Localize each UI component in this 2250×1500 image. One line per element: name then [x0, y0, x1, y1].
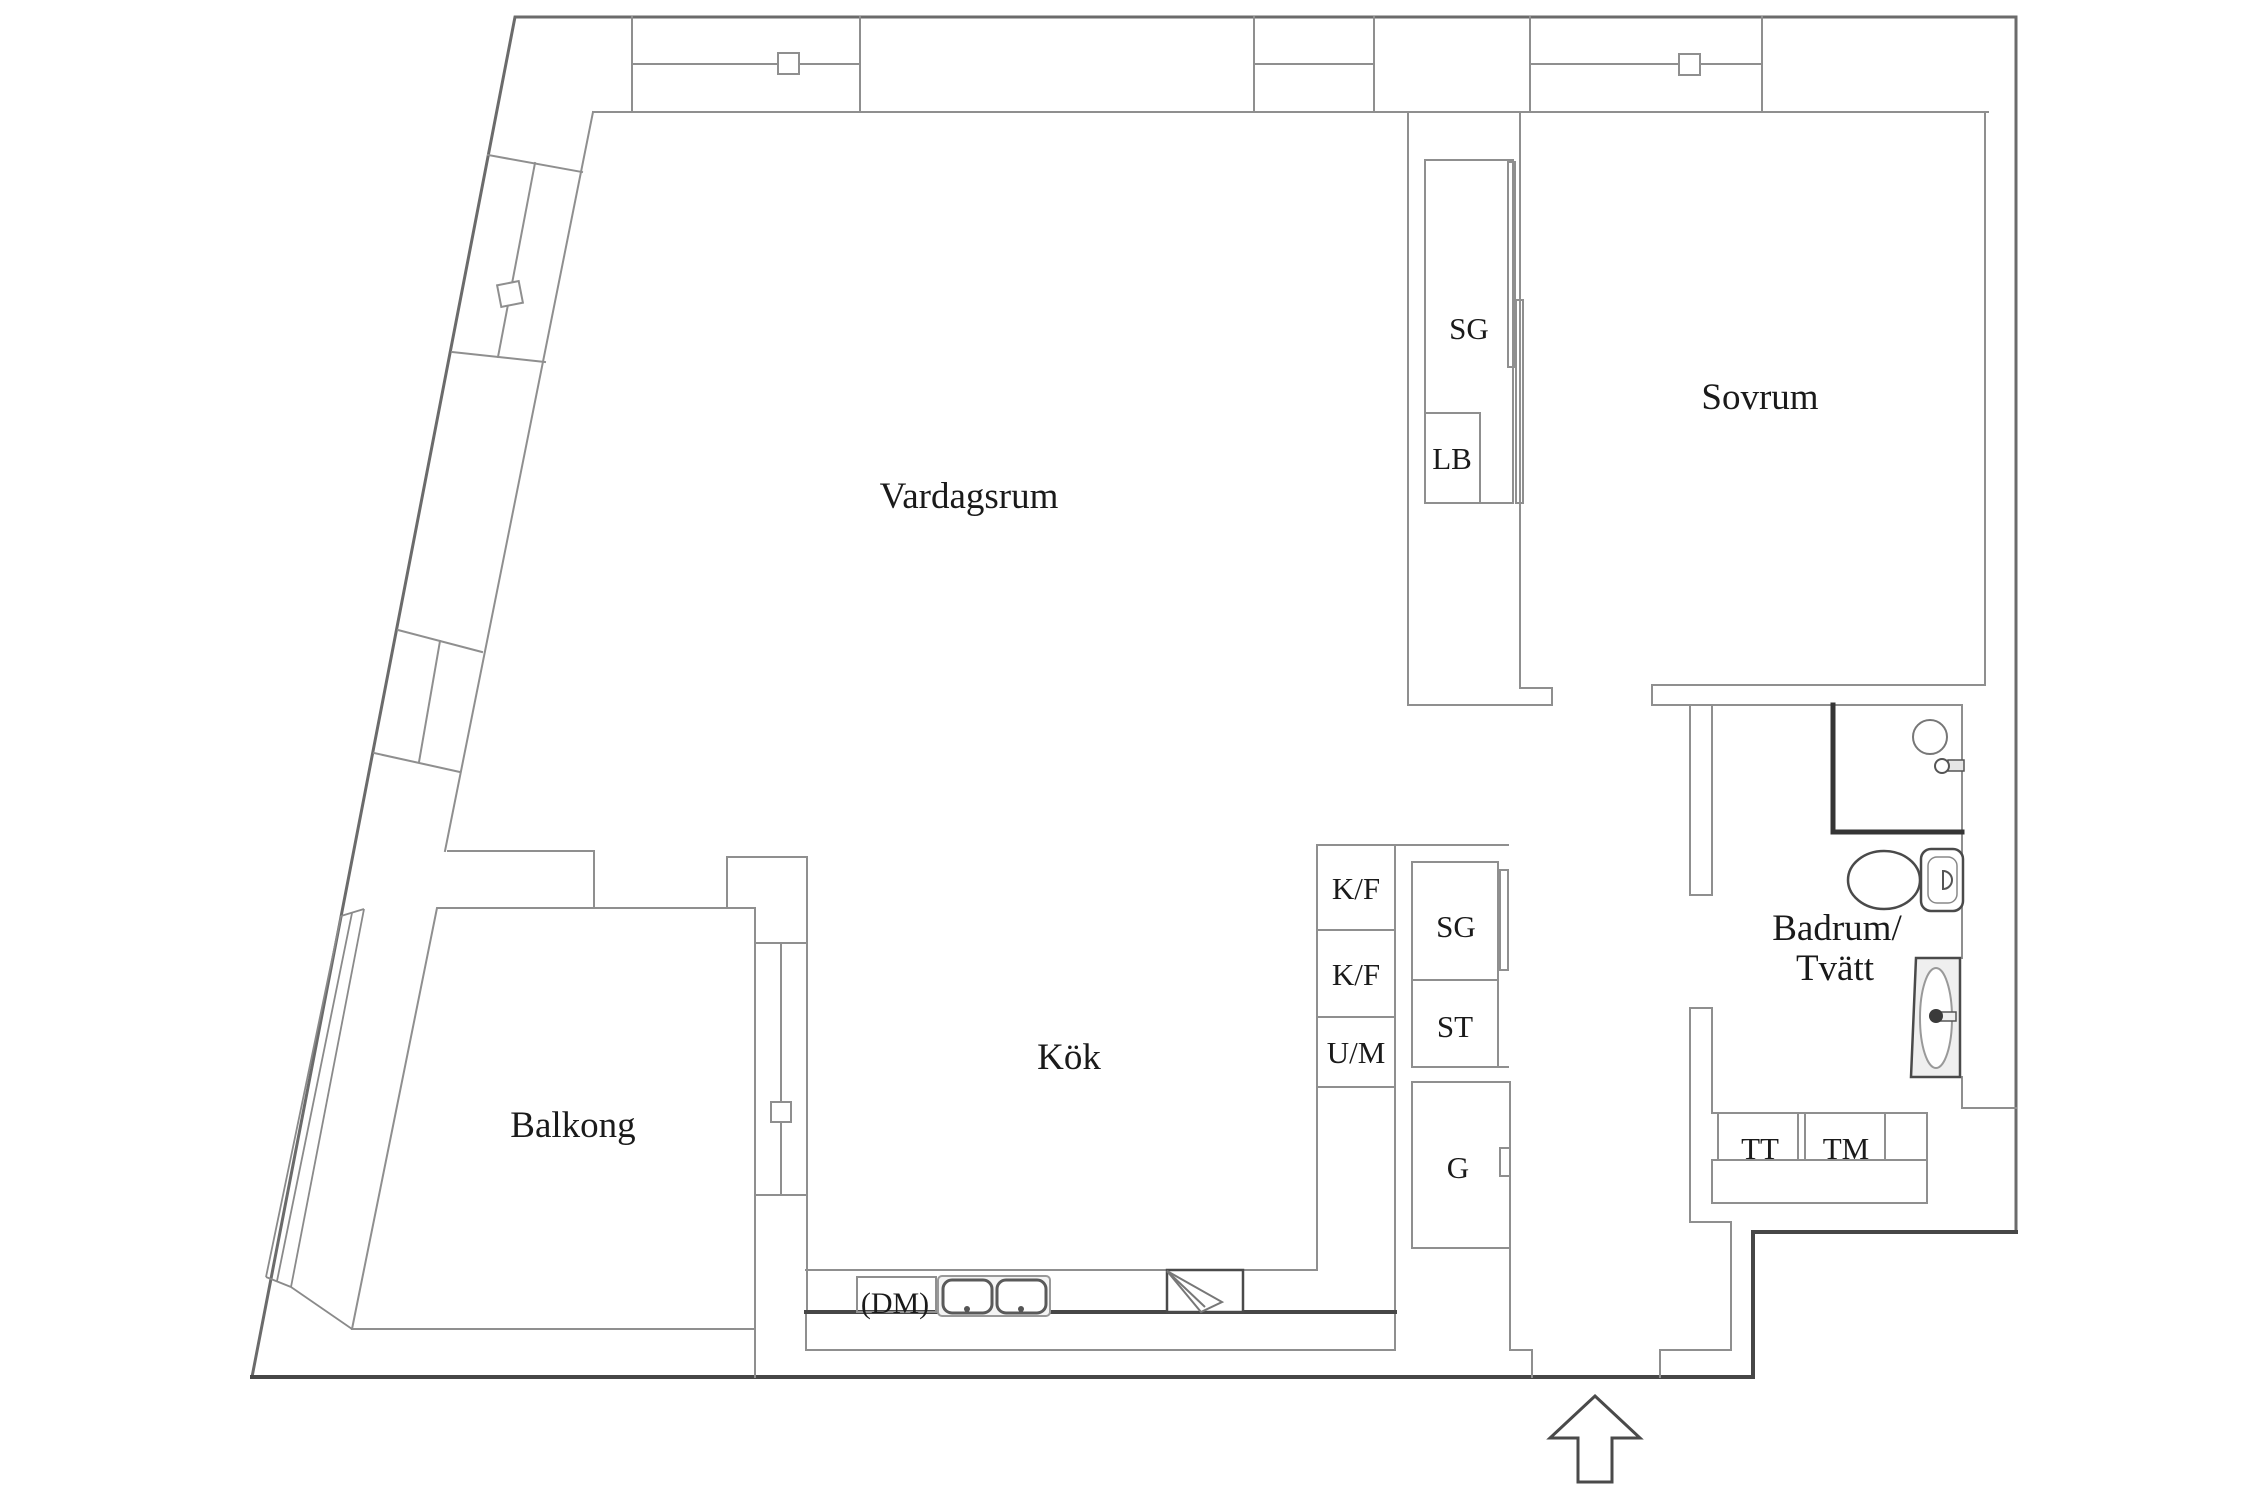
sliding-door-icon [1507, 161, 1516, 368]
window-post-icon [777, 52, 800, 75]
room-label-vardagsrum: Vardagsrum [880, 476, 1059, 517]
left-window-upper [450, 153, 584, 364]
closet-label-sg-corridor: SG [1436, 909, 1476, 944]
room-label-balkong: Balkong [510, 1105, 635, 1146]
outer-walls [250, 15, 2018, 1379]
room-label-kok: Kök [1037, 1037, 1101, 1078]
cabinet-label-kf2: K/F [1332, 957, 1380, 992]
cabinet-label-kf1: K/F [1332, 871, 1380, 906]
laundry-machines [1711, 1112, 1928, 1204]
kitchen-counter [804, 1268, 1397, 1351]
balcony-door-window [754, 942, 808, 1196]
laundry-label-tm: TM [1823, 1131, 1870, 1166]
interior-walls [443, 110, 2017, 1378]
top-window-bedroom [1529, 16, 1763, 113]
labels: Vardagsrum Sovrum Kök Balkong Badrum/ Tv… [510, 311, 1902, 1320]
window-post-icon [495, 279, 525, 309]
room-label-sovrum: Sovrum [1701, 377, 1818, 418]
top-window-living [631, 16, 861, 113]
windows [372, 16, 1763, 1196]
window-post-icon [1678, 53, 1701, 76]
kitchen-cabinets [1316, 844, 1511, 1249]
entrance-arrow-icon [1546, 1393, 1644, 1484]
window-post-icon [770, 1101, 792, 1123]
closet-label-g: G [1447, 1150, 1469, 1185]
balcony [265, 907, 756, 1378]
bathroom-fixtures [1711, 702, 1965, 1204]
toilet-icon [1846, 847, 1965, 913]
closet-label-sg-hall: SG [1449, 311, 1489, 346]
room-label-tvatt: Tvätt [1796, 948, 1875, 989]
washbasin-icon [1909, 956, 1962, 1079]
shower-icon [1830, 702, 1965, 835]
closet-label-st: ST [1437, 1009, 1473, 1044]
balcony-railing [265, 908, 365, 1330]
room-label-badrum: Badrum/ [1772, 908, 1902, 949]
top-window-hall [1253, 16, 1375, 113]
hall-closet [1424, 159, 1524, 504]
laundry-label-tt: TT [1741, 1131, 1779, 1166]
closet-label-lb: LB [1432, 441, 1472, 476]
left-window-lower [372, 628, 484, 774]
dishwasher-box [856, 1276, 937, 1313]
cabinet-label-um: U/M [1327, 1035, 1386, 1070]
kitchen-sink-icon [937, 1275, 1051, 1317]
stove-icon [1165, 1268, 1245, 1314]
sliding-door-icon [1515, 299, 1524, 504]
dishwasher-label: (DM) [861, 1287, 929, 1320]
sliding-door-icon [1499, 869, 1509, 971]
sliding-door-icon [1499, 1147, 1511, 1177]
